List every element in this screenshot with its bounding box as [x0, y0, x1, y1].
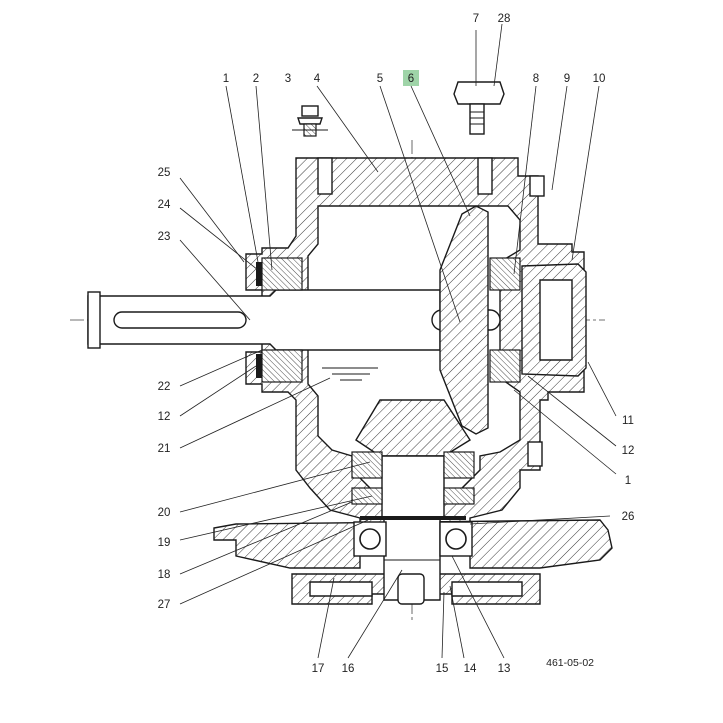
vent-plug-head	[453, 81, 505, 105]
breather-plug	[292, 105, 328, 137]
callout-17: 17	[312, 663, 325, 675]
callout-21: 21	[158, 443, 171, 455]
callout-26: 26	[622, 511, 635, 523]
leader-lines	[179, 23, 617, 659]
callout-11: 11	[622, 415, 634, 427]
callout-labels: 1 2 3 4 5 6 7 28 8 9 10 25 24 23 22 12 2…	[158, 13, 635, 675]
end-cover-recess	[539, 279, 573, 361]
lower-left-bearing	[261, 349, 303, 383]
top-bolt-hole-left	[317, 157, 333, 195]
keyway-slot	[113, 311, 247, 329]
callout-4: 4	[314, 73, 321, 85]
callout-5: 5	[377, 73, 383, 85]
retaining-ring	[360, 516, 466, 520]
output-bearings	[351, 451, 475, 557]
upper-taper-bearing-right	[443, 451, 475, 479]
vent-plug-stem	[469, 103, 485, 135]
upper-left-bearing	[261, 257, 303, 291]
drawing-number: 461-05-02	[546, 657, 594, 669]
callout-6-highlight	[403, 70, 419, 86]
ball-left	[359, 528, 381, 550]
callout-27: 27	[158, 599, 171, 611]
bevel-gears	[355, 205, 489, 457]
callout-9: 9	[564, 73, 570, 85]
ball-right	[445, 528, 467, 550]
callout-18: 18	[158, 569, 171, 581]
callout-10: 10	[593, 73, 606, 85]
spacer-right	[443, 487, 475, 505]
lower-right-bearing	[489, 349, 521, 383]
callout-25: 25	[158, 167, 171, 179]
callout-2: 2	[253, 73, 259, 85]
callout-1-right: 1	[625, 475, 631, 487]
callout-24: 24	[158, 199, 171, 211]
breather-cap	[301, 105, 319, 117]
input-shaft	[87, 289, 501, 351]
left-seal-upper	[256, 262, 262, 286]
callout-14: 14	[464, 663, 477, 675]
callout-22: 22	[158, 381, 171, 393]
upper-taper-bearing-left	[351, 451, 383, 479]
callout-3: 3	[285, 73, 291, 85]
callout-1-top: 1	[223, 73, 229, 85]
callout-12-left: 12	[158, 411, 171, 423]
top-bolt-hole-right	[477, 157, 493, 195]
callout-15: 15	[436, 663, 449, 675]
ball-bearing-left-race	[353, 521, 387, 557]
driving-bevel-gear	[439, 205, 489, 435]
ball-bearing-right-race	[439, 521, 473, 557]
lower-cover-recess	[309, 581, 523, 597]
callout-28: 28	[498, 13, 511, 25]
oil-level-mark	[322, 367, 378, 381]
callout-7: 7	[473, 13, 479, 25]
bolt-top-right	[529, 175, 545, 197]
left-seal-lower	[256, 354, 262, 378]
callout-12-right: 12	[622, 445, 635, 457]
right-bolts	[527, 175, 545, 467]
callout-6: 6	[408, 73, 414, 85]
callout-20: 20	[158, 507, 171, 519]
vent-plug	[453, 81, 505, 135]
callout-19: 19	[158, 537, 171, 549]
callout-23: 23	[158, 231, 171, 243]
callout-16: 16	[342, 663, 355, 675]
spacer-left	[351, 487, 383, 505]
shaft-end-chamfer	[87, 291, 101, 349]
callout-8: 8	[533, 73, 539, 85]
callout-13: 13	[498, 663, 511, 675]
output-shaft	[381, 455, 445, 605]
output-shaft-keyway	[397, 573, 425, 605]
bolt-bottom-right	[527, 441, 543, 467]
right-cover	[521, 263, 587, 377]
